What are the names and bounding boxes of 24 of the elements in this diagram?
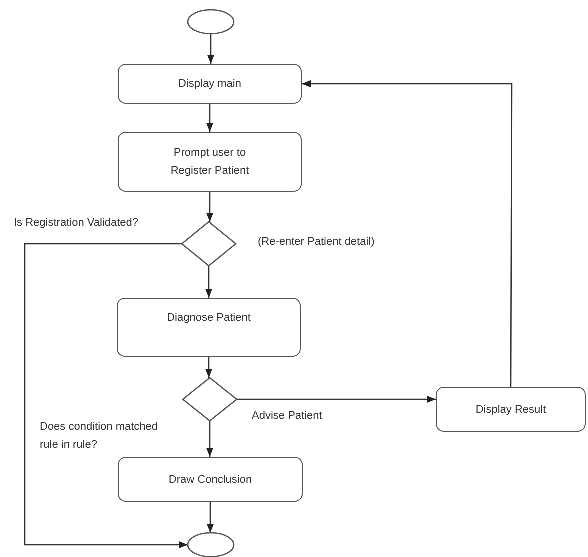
note-text: Is Registration Validated? <box>14 216 140 231</box>
process-box <box>118 64 302 104</box>
arrow <box>207 34 215 64</box>
node-text: Draw Conclusion <box>168 472 252 488</box>
node-text: Diagnose Patient <box>167 311 251 326</box>
arrow <box>206 104 214 132</box>
arrow <box>206 192 214 222</box>
edge-label: Advise Patient <box>250 410 324 422</box>
process-box <box>118 132 302 192</box>
process-box <box>117 298 301 357</box>
node-text: Prompt user to Register Patient <box>170 146 250 179</box>
arrow <box>205 357 213 378</box>
node-text: Display main <box>178 77 242 92</box>
arrow <box>302 80 513 387</box>
node-text: Display Result <box>476 402 546 418</box>
process-box <box>436 387 586 432</box>
arrow <box>206 421 214 457</box>
arrow <box>24 243 188 549</box>
arrow <box>237 396 436 404</box>
note-text: (Re-enter Patient detail) <box>258 236 375 248</box>
arrow <box>206 502 214 533</box>
note-text: Does condition matched rule in rule? <box>40 420 160 453</box>
arrow <box>205 266 213 298</box>
process-box <box>118 457 303 502</box>
